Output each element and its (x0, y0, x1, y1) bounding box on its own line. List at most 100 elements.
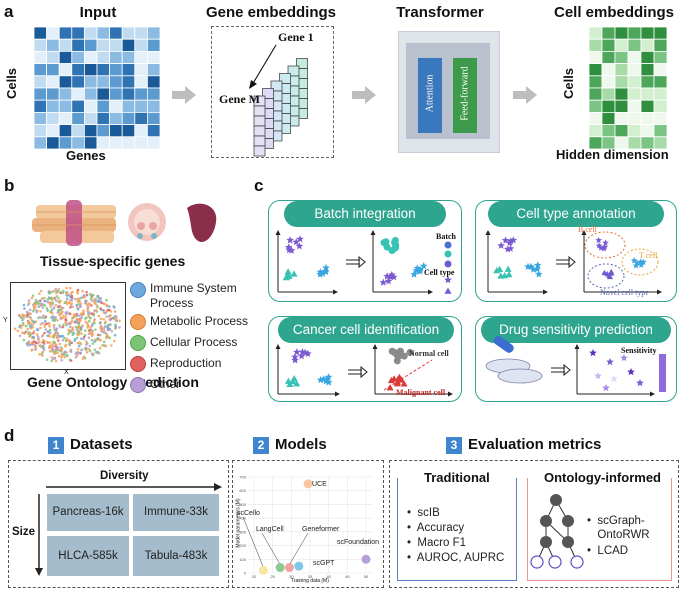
scatter-point (108, 318, 112, 322)
scatter-point (75, 303, 79, 307)
scatter-point (31, 294, 35, 297)
embedding-cell (653, 38, 668, 52)
scatter-point (65, 353, 68, 357)
scatter-point (75, 317, 79, 321)
embedding-cell (653, 112, 668, 126)
matrix-cell (84, 26, 98, 40)
scatter-point (57, 313, 61, 317)
matrix-cell (58, 51, 73, 65)
scatter-point (61, 306, 65, 310)
embedding-cell (588, 38, 603, 52)
embedding-cell (601, 26, 616, 40)
embedding-cell (640, 38, 655, 52)
embedding-cell (627, 112, 642, 126)
embedding-cell (601, 99, 616, 113)
go-x-axis-label: X (64, 369, 69, 376)
size-label: Size (12, 526, 36, 538)
panel-d-label: d (4, 426, 15, 445)
matrix-cell (58, 75, 73, 89)
scatter-point (68, 325, 72, 329)
scatter-point (43, 331, 46, 335)
scatter-point (34, 341, 38, 345)
scatter-point (40, 303, 44, 307)
scatter-point (29, 317, 33, 320)
cell-embeddings-title: Cell embeddings (553, 4, 675, 21)
matrix-cell (134, 63, 148, 77)
scatter-point (60, 358, 63, 362)
scatter-point (64, 315, 68, 318)
scatter-point (65, 297, 69, 300)
scatter-point (104, 344, 107, 348)
panel-c-label: c (254, 176, 264, 195)
scatter-point (81, 296, 85, 299)
scatter-point (47, 322, 51, 326)
scatter-point (28, 312, 32, 315)
scatter-point (56, 345, 60, 349)
t-cell-tag: T cell (639, 251, 658, 260)
scatter-point (68, 286, 72, 290)
matrix-cell (58, 63, 73, 77)
scatter-point (85, 351, 89, 354)
legend-dot-metabolic (130, 314, 146, 330)
scatter-point (97, 338, 101, 341)
matrix-cell (46, 75, 60, 89)
scatter-point (65, 286, 68, 290)
scatter-point (104, 325, 107, 328)
matrix-cell (121, 26, 136, 40)
embedding-cell (640, 124, 655, 138)
matrix-cell (84, 124, 98, 138)
embedding-cell (653, 51, 668, 65)
matrix-cell (109, 75, 123, 89)
models-y-axis-label: Model parameters (M) (235, 498, 242, 548)
matrix-cell (33, 124, 48, 138)
scatter-point (76, 307, 80, 311)
scatter-point (27, 320, 30, 323)
scatter-point (21, 321, 25, 325)
scatter-point (50, 359, 53, 363)
trad-item-auroc-text: AUROC, AUPRC (416, 552, 505, 564)
scatter-point (104, 336, 108, 340)
matrix-cell (96, 51, 111, 65)
scatter-point (94, 328, 97, 331)
scatter-point (36, 333, 39, 337)
embedding-cell (627, 63, 642, 77)
scatter-point (76, 299, 79, 303)
scatter-point (28, 308, 32, 312)
embedding-cell (588, 99, 603, 113)
scatter-point (43, 316, 47, 320)
embedding-cell (614, 124, 629, 138)
scatter-point (67, 338, 70, 342)
scatter-point (61, 334, 65, 338)
scatter-point (39, 310, 42, 313)
embedding-cell (640, 63, 655, 77)
scatter-point (24, 324, 28, 328)
scatter-point (71, 316, 75, 319)
scatter-point (82, 355, 86, 358)
matrix-cell (96, 87, 111, 101)
matrix-cell (71, 63, 85, 77)
scatter-point (34, 303, 38, 306)
scatter-point (105, 315, 108, 318)
scatter-point (108, 323, 112, 326)
scatter-point (42, 314, 45, 317)
scatter-point (37, 337, 40, 341)
scatter-point (92, 314, 95, 317)
scatter-point (84, 320, 88, 324)
scatter-point (46, 300, 49, 304)
scatter-point (103, 331, 106, 335)
scatter-point (37, 305, 41, 308)
scatter-point (76, 347, 80, 351)
go-title: Gene Ontology prediction (27, 374, 199, 390)
matrix-cell (84, 99, 98, 113)
scatter-point (84, 347, 88, 351)
panel-a-label: a (4, 2, 14, 21)
scatter-point (114, 325, 118, 328)
scatter-point (77, 331, 81, 335)
scatter-point (58, 342, 62, 346)
scatter-point (79, 342, 83, 345)
attention-block (418, 58, 442, 133)
matrix-cell (121, 63, 136, 77)
arrow-icon (513, 86, 537, 109)
scatter-point (67, 322, 71, 325)
matrix-cell (33, 26, 48, 40)
